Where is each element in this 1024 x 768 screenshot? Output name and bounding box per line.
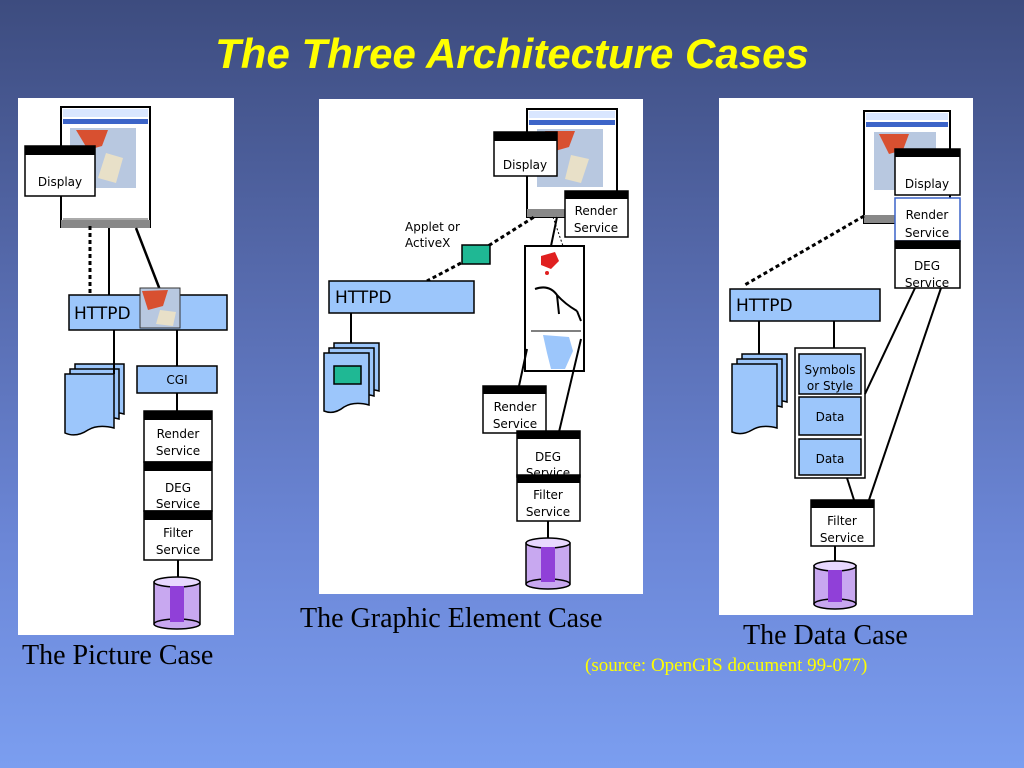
symbols-label-1: Symbols [805,363,856,377]
database-icon [153,576,201,630]
documents-stack-icon [64,363,125,436]
deg-service-box: DEG Service [143,461,213,512]
display-label: Display [905,177,949,191]
applet-icon [461,244,491,265]
render-service-top-box: Render Service [564,190,629,238]
render-top-label-2: Service [574,221,618,235]
graphic-element-case-caption: The Graphic Element Case [300,603,603,634]
render-service-box: Render Service [894,197,961,242]
render-label-2: Service [156,444,200,458]
httpd-box: HTTPD [328,280,475,314]
symbols-label-2: or Style [807,379,853,393]
filter-label-1: Filter [827,514,857,528]
render-top-label-1: Render [575,204,618,218]
render-service-mid-box: Render Service [482,385,547,434]
render-label-2: Service [905,226,949,240]
display-label: Display [38,175,82,189]
documents-stack-icon [731,353,788,435]
deg-label-2: Service [905,276,949,290]
picture-case-caption: The Picture Case [22,640,214,671]
filter-label-2: Service [526,505,570,519]
symbols-style-box: Symbols or Style [798,353,862,395]
data-case-caption: The Data Case [743,620,908,651]
deg-service-box: DEG Service [894,240,961,290]
filter-label-1: Filter [163,526,193,540]
documents-stack-icon [323,342,380,414]
httpd-label: HTTPD [74,304,131,324]
data-group: Symbols or Style Data Data [794,347,866,479]
deg-service-box: DEG Service [516,430,581,480]
picture-case-panel: Display HTTPD CGI Render Service DEG Ser… [18,98,234,635]
source-note: (source: OpenGIS document 99-077) [585,655,868,676]
httpd-box: HTTPD [68,287,228,331]
filter-label-2: Service [156,543,200,557]
database-icon [525,537,571,590]
deg-label-2: Service [156,497,200,511]
deg-label-1: DEG [535,450,561,464]
data-box-1: Data [798,396,862,436]
data-label-1: Data [816,410,845,424]
filter-service-box: Filter Service [143,510,213,561]
applet-label-2: ActiveX [405,236,450,250]
data-case-panel: Display Render Service DEG Service HTTPD… [719,98,973,615]
render-mid-label-2: Service [493,417,537,431]
render-service-box: Render Service [143,410,213,463]
display-box: Display [493,131,558,177]
display-box: Display [894,148,961,196]
filter-service-box: Filter Service [810,499,875,547]
deg-label-1: DEG [914,259,940,273]
graphic-element-map [524,245,585,372]
httpd-label: HTTPD [736,296,793,316]
display-label: Display [503,158,547,172]
graphic-element-case-panel: Display Render Service Applet or ActiveX… [319,99,643,594]
data-label-2: Data [816,452,845,466]
cgi-label: CGI [166,373,187,387]
display-box: Display [24,145,96,197]
cgi-box: CGI [136,365,218,394]
applet-label-1: Applet or [405,220,460,234]
filter-label-1: Filter [533,488,563,502]
filter-service-box: Filter Service [516,474,581,522]
slide-title: The Three Architecture Cases [215,30,809,77]
render-label-1: Render [157,427,200,441]
render-label-1: Render [906,208,949,222]
data-box-2: Data [798,438,862,476]
httpd-box: HTTPD [729,288,881,322]
filter-label-2: Service [820,531,864,545]
database-icon [813,560,857,610]
httpd-label: HTTPD [335,288,392,308]
deg-label-1: DEG [165,481,191,495]
render-mid-label-1: Render [494,400,537,414]
